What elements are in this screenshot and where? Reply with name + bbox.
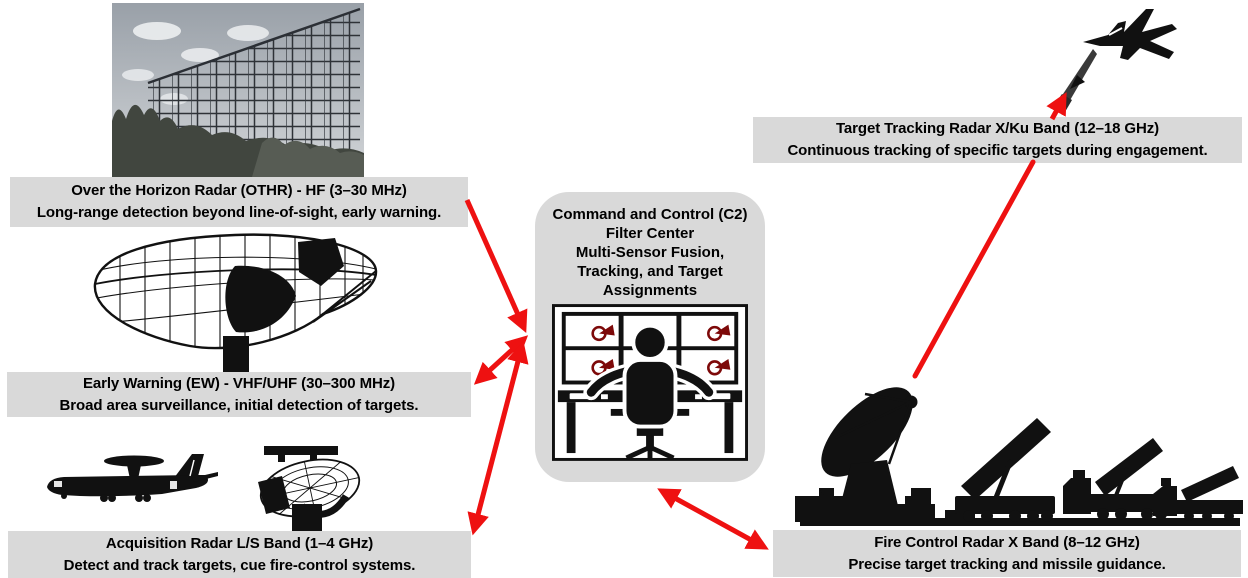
- c2-line-3: Multi-Sensor Fusion,: [575, 244, 725, 261]
- target-tracking-label: Target Tracking Radar X/Ku Band (12–18 G…: [753, 117, 1242, 163]
- othr-title: Over the Horizon Radar (OTHR) - HF (3–30…: [71, 182, 407, 199]
- awacs-aircraft-icon: [47, 454, 218, 502]
- missile-icon: [1054, 49, 1097, 112]
- arrow-othr-to-c2: [464, 198, 528, 334]
- ew-title: Early Warning (EW) - VHF/UHF (30–300 MHz…: [82, 374, 396, 392]
- othr-subtitle: Long-range detection beyond line-of-sigh…: [36, 204, 442, 221]
- c2-line-5: Assignments: [602, 282, 698, 299]
- target-tracking-title: Target Tracking Radar X/Ku Band (12–18 G…: [835, 120, 1159, 137]
- early-warning-antenna-icon: [93, 233, 378, 372]
- arrow-c2-acquisition-bidirectional: [467, 340, 529, 536]
- ew-subtitle: Broad area surveillance, initial detecti…: [59, 396, 419, 414]
- fire-control-label: Fire Control Radar X Band (8–12 GHz) Pre…: [773, 530, 1241, 577]
- fire-control-subtitle: Precise target tracking and missile guid…: [848, 555, 1166, 573]
- acquisition-subtitle: Detect and track targets, cue fire-contr…: [63, 556, 416, 574]
- ew-label: Early Warning (EW) - VHF/UHF (30–300 MHz…: [7, 372, 471, 417]
- acquisition-label: Acquisition Radar L/S Band (1–4 GHz) Det…: [8, 531, 471, 578]
- fire-control-title: Fire Control Radar X Band (8–12 GHz): [874, 533, 1140, 551]
- acquisition-title: Acquisition Radar L/S Band (1–4 GHz): [105, 534, 374, 552]
- c2-line-2: Filter Center: [605, 225, 695, 242]
- arrow-c2-fire-control-bidirectional: [657, 488, 769, 550]
- arrow-fire-control-to-target-lower: [912, 159, 1036, 379]
- othr-antenna-array-photo-icon: [112, 3, 364, 177]
- c2-filter-center-box: Command and Control (C2) Filter Center M…: [535, 192, 765, 482]
- fighter-jet-icon: [1083, 9, 1177, 60]
- othr-label: Over the Horizon Radar (OTHR) - HF (3–30…: [10, 177, 468, 227]
- arrow-c2-ew-bidirectional: [473, 335, 529, 385]
- c2-text: Command and Control (C2) Filter Center M…: [535, 192, 765, 300]
- fire-control-site-icon: [795, 386, 1243, 526]
- acquisition-radar-icon: [258, 446, 361, 532]
- operator-console-icon: [552, 304, 748, 461]
- target-tracking-subtitle: Continuous tracking of specific targets …: [787, 142, 1208, 159]
- c2-line-4: Tracking, and Target: [577, 263, 723, 280]
- c2-line-1: Command and Control (C2): [552, 206, 748, 223]
